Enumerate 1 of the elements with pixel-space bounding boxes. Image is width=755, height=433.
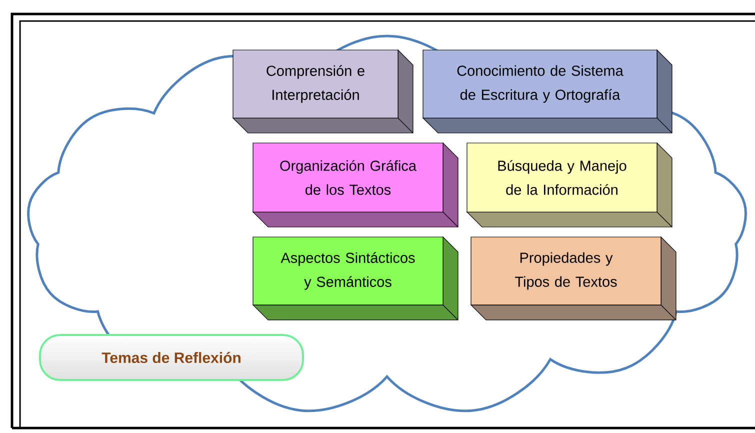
title-pill: Temas de Reflexión: [39, 334, 304, 381]
